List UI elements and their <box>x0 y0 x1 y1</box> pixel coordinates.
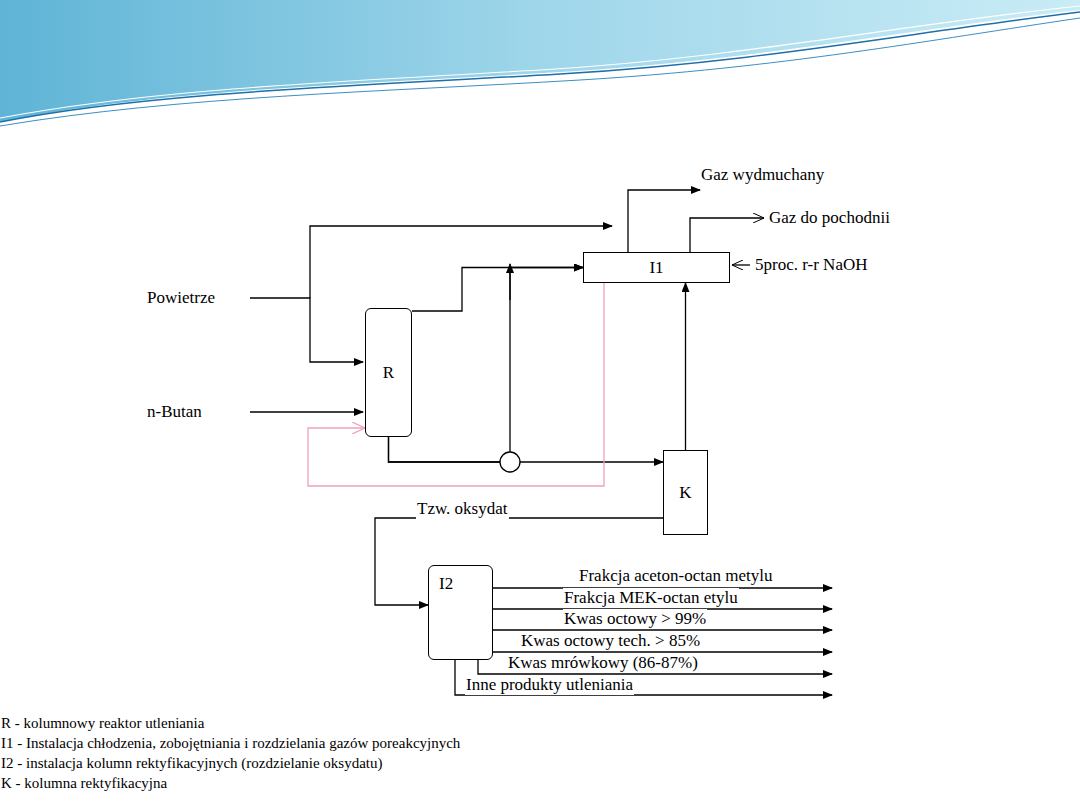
stream-label: Kwas octowy > 99% <box>563 609 707 629</box>
stream-label: Kwas octowy tech. > 85% <box>520 631 701 651</box>
stream-label: Inne produkty utleniania <box>465 675 634 695</box>
flow-connector <box>412 268 583 312</box>
header-band <box>0 0 1080 122</box>
box-label: K <box>679 483 691 503</box>
header-wave <box>0 0 1080 130</box>
flare-line <box>690 218 764 252</box>
pump-line <box>509 264 510 300</box>
flow-connector <box>389 268 584 463</box>
box-label: I2 <box>439 574 453 594</box>
stream-label: n-Butan <box>146 402 203 422</box>
flow-connector <box>685 283 686 450</box>
legend-note: I1 - Instalacja chłodzenia, zobojętniani… <box>0 734 461 752</box>
stream-label: Frakcja aceton-octan metylu <box>578 566 774 586</box>
stream-label: Frakcja MEK-octan etylu <box>563 588 739 608</box>
stream-label: Powietrze <box>146 288 216 308</box>
legend-note: I2 - instalacja kolumn rektyfikacyjnych … <box>0 754 384 772</box>
recycle-connector <box>308 283 604 486</box>
stream-label: Gaz wydmuchany <box>700 165 825 185</box>
flow-connector <box>389 437 664 462</box>
header-line <box>0 6 1080 118</box>
legend-note: R - kolumnowy reaktor utleniania <box>0 714 205 732</box>
process-box: I1 <box>583 252 730 283</box>
air-line <box>310 226 612 298</box>
naoh-line <box>732 264 750 265</box>
stream-label: 5proc. r-r NaOH <box>754 255 868 275</box>
stream-label: Tzw. oksydat <box>416 499 509 519</box>
pump-symbol <box>500 452 520 472</box>
box-label: I1 <box>649 258 663 278</box>
header-line <box>0 18 1080 126</box>
legend-note: K - kolumna rektyfikacyjna <box>0 774 168 792</box>
butane-line <box>250 411 363 412</box>
air-line <box>250 298 363 362</box>
stream-label: Kwas mrówkowy (86-87%) <box>507 653 699 673</box>
process-box: R <box>365 308 412 437</box>
stream-label: Gaz do pochodnii <box>768 208 891 228</box>
box-label: R <box>383 363 394 383</box>
vent-line <box>628 190 700 252</box>
process-box: K <box>663 450 708 535</box>
process-box: I2 <box>428 565 493 660</box>
